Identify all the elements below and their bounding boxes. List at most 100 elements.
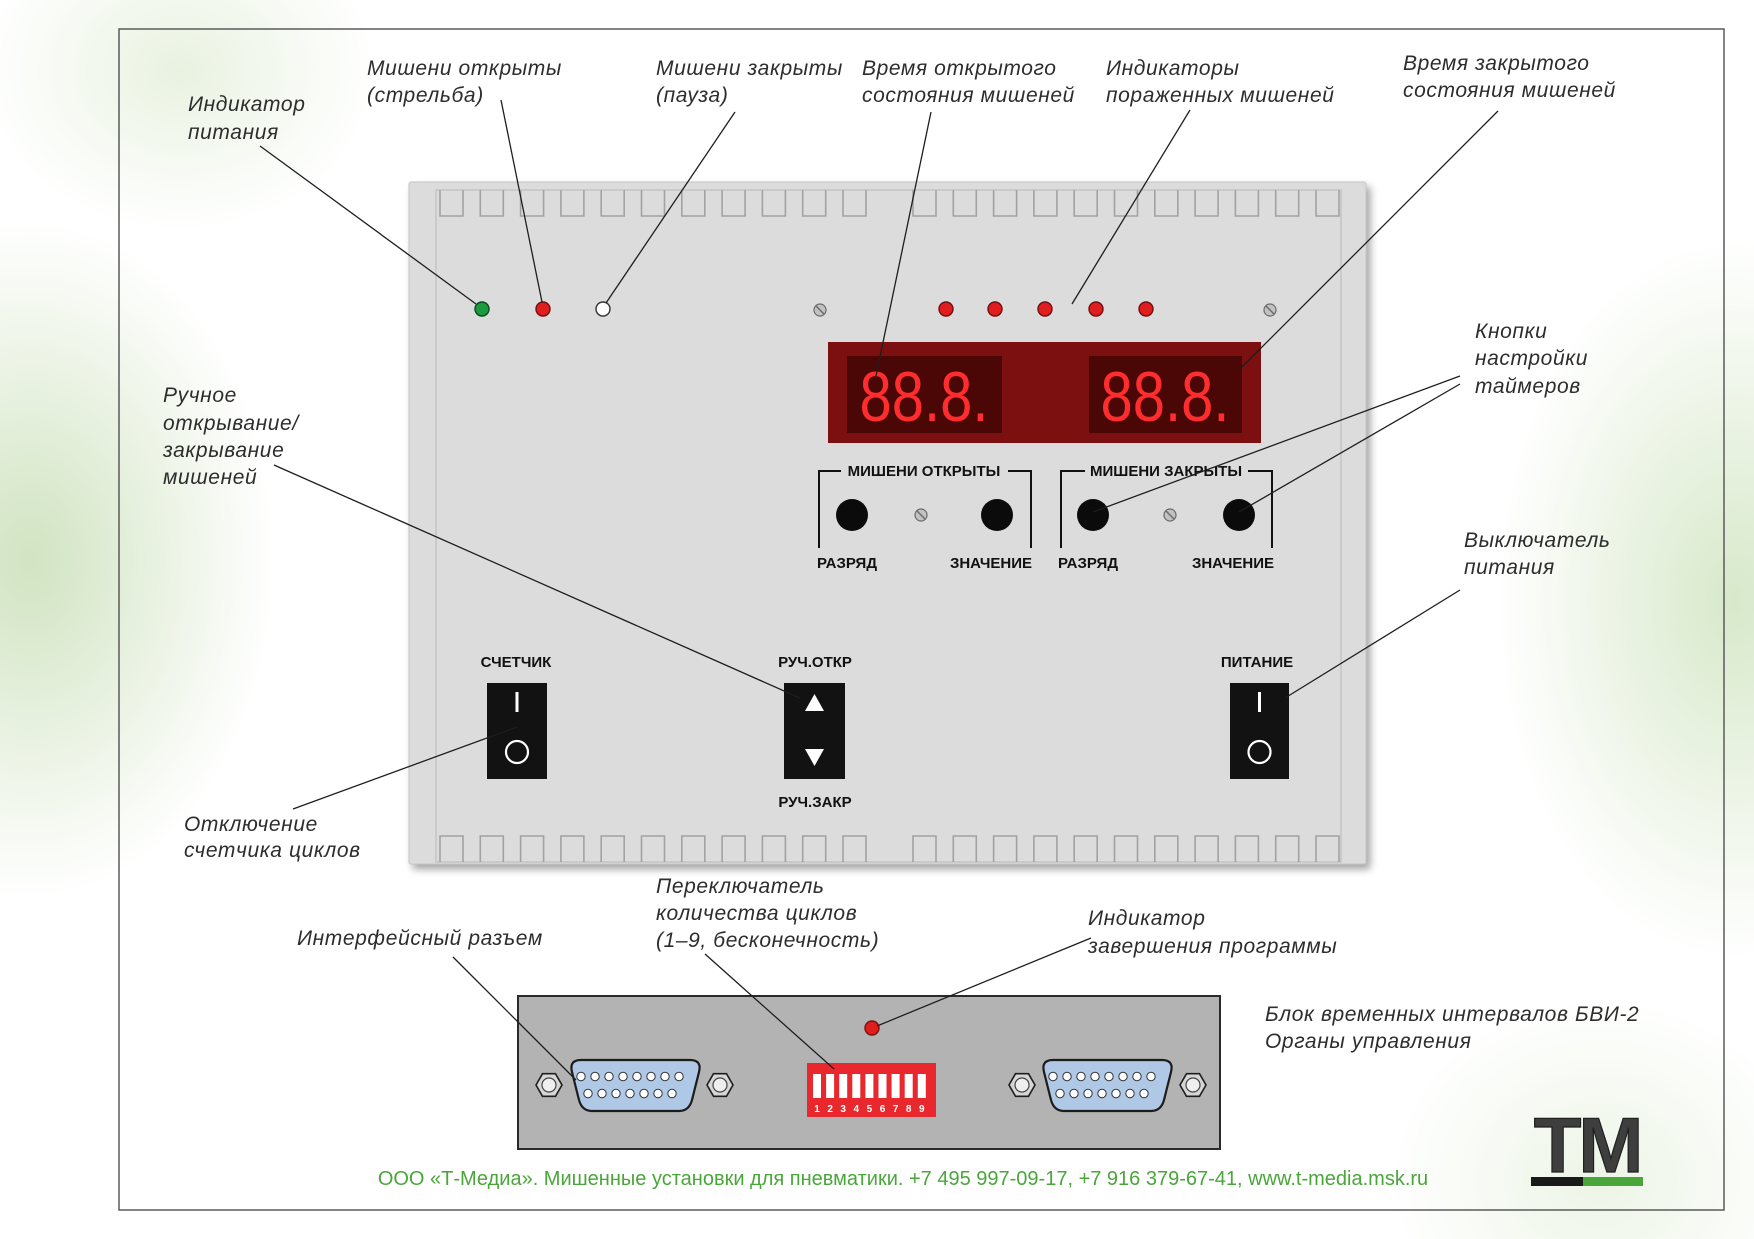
connector-pin	[1048, 1071, 1058, 1082]
hit-led	[987, 301, 1003, 317]
vent-slot	[560, 835, 585, 862]
counter-switch-group: СЧЕТЧИК	[481, 654, 552, 779]
closed-value-button[interactable]	[1223, 499, 1255, 531]
annotation-power-indicator: питания	[188, 121, 279, 144]
screw-icon	[914, 508, 928, 522]
dip-switch-number: 5	[867, 1104, 873, 1115]
dip-switch-slider[interactable]	[891, 1074, 900, 1098]
group-bracket	[818, 470, 1032, 548]
dip-switch-number: 8	[906, 1104, 912, 1115]
vent-slot	[912, 835, 937, 862]
hit-led	[1138, 301, 1154, 317]
dip-switch-number: 4	[854, 1104, 860, 1115]
connector-pin	[674, 1071, 684, 1082]
top-vent-slots	[439, 190, 1340, 217]
closed-digit-button[interactable]	[1077, 499, 1109, 531]
annotation-cycle-switch: (1–9, бесконечность)	[656, 929, 879, 952]
vent-slot	[681, 835, 706, 862]
leader-line-timer-buttons	[1092, 375, 1461, 513]
button-label: ЗНАЧЕНИЕ	[1192, 555, 1274, 572]
program-end-led	[864, 1020, 880, 1036]
dip-switch-slider[interactable]	[865, 1074, 874, 1098]
dip-switch-slider[interactable]	[917, 1074, 926, 1098]
vent-slot	[912, 190, 937, 217]
manual-switch-group: РУЧ.ОТКР РУЧ.ЗАКР	[778, 654, 852, 811]
annotation-manual-open-close: мишеней	[163, 466, 257, 489]
leader-line-power-indicator	[259, 145, 477, 305]
vent-slot	[681, 190, 706, 217]
front-panel: 88.8. 88.8. МИШЕНИ ОТКРЫТЫ РАЗРЯД ЗНАЧЕН…	[408, 181, 1367, 865]
open-digit-button[interactable]	[836, 499, 868, 531]
group-label: МИШЕНИ ЗАКРЫТЫ	[1090, 463, 1242, 480]
annotation-open-time: Время открытого	[862, 57, 1057, 80]
vent-slot	[600, 190, 625, 217]
dip-switch-slider[interactable]	[813, 1074, 821, 1098]
dip-switch-slider[interactable]	[839, 1074, 848, 1098]
annotation-power-switch: Выключатель	[1464, 529, 1611, 552]
open-time-display-digits: 88.8.	[860, 356, 989, 436]
vent-slot	[842, 835, 867, 862]
annotation-cycle-switch: Переключатель	[656, 875, 825, 898]
db15-connector-icon	[1042, 1058, 1173, 1113]
vent-slot	[1154, 835, 1179, 862]
annotation-hit-indicators: пораженных мишеней	[1106, 84, 1335, 107]
annotation-targets-closed: Мишени закрыты	[656, 57, 843, 80]
connector-pin	[1111, 1088, 1121, 1099]
dip-switch-slider[interactable]	[904, 1074, 913, 1098]
vent-slot	[1234, 835, 1260, 862]
vent-slot	[952, 835, 978, 862]
vent-slot	[801, 190, 827, 217]
power-switch-group: ПИТАНИЕ	[1221, 654, 1293, 779]
dip-switch-slider[interactable]	[852, 1074, 861, 1098]
leader-line-cycle-switch	[704, 953, 835, 1070]
connector-pin	[583, 1088, 593, 1099]
vent-slot	[1073, 190, 1098, 217]
connector-pin	[1090, 1071, 1100, 1082]
leader-line-targets-closed	[605, 111, 736, 304]
annotation-timer-buttons: таймеров	[1475, 375, 1581, 398]
leader-line-open-time	[875, 111, 932, 377]
dip-switch-number: 6	[880, 1104, 886, 1115]
vent-slot	[1154, 190, 1179, 217]
connector-pin	[1055, 1088, 1065, 1099]
vent-slot	[1194, 190, 1219, 217]
hex-nut-icon	[535, 1072, 563, 1098]
open-value-button[interactable]	[981, 499, 1013, 531]
connector-pin	[604, 1071, 614, 1082]
group-label: МИШЕНИ ОТКРЫТЫ	[848, 463, 1001, 480]
annotation-power-switch: питания	[1464, 556, 1555, 579]
button-label: ЗНАЧЕНИЕ	[950, 555, 1032, 572]
connector-pin	[1132, 1071, 1142, 1082]
leader-line-targets-open	[500, 99, 543, 303]
button-label: РАЗРЯД	[1058, 555, 1118, 572]
connector-pin	[1062, 1071, 1072, 1082]
front-panel-body	[408, 181, 1367, 865]
connector-shell	[1042, 1058, 1173, 1113]
hit-led	[938, 301, 954, 317]
annotation-manual-open-close: Ручное	[163, 384, 237, 407]
dip-switch-slider[interactable]	[878, 1074, 887, 1098]
leader-line-timer-buttons	[1238, 383, 1461, 513]
annotation-cycle-switch: количества циклов	[656, 902, 857, 925]
connector-pin	[1083, 1088, 1093, 1099]
annotation-end-indicator: Индикатор	[1088, 907, 1205, 930]
closed-time-display	[1089, 356, 1242, 433]
power-switch-label: ПИТАНИЕ	[1221, 654, 1293, 671]
connector-pin	[1097, 1088, 1107, 1099]
vent-slot	[640, 190, 666, 217]
vent-slot	[801, 835, 827, 862]
dip-switch-slider[interactable]	[826, 1074, 835, 1098]
button-label: РАЗРЯД	[817, 555, 877, 572]
connector-nuts	[535, 1072, 1207, 1098]
connector-pin	[653, 1088, 663, 1099]
connector-pin	[597, 1088, 607, 1099]
connector-pin	[611, 1088, 621, 1099]
leader-line-power-switch	[1284, 589, 1461, 699]
dip-switch-number: 2	[827, 1104, 833, 1115]
annotation-power-indicator: Индикатор	[188, 93, 305, 116]
targets-open-timer-group: МИШЕНИ ОТКРЫТЫ РАЗРЯД ЗНАЧЕНИЕ	[817, 463, 1032, 572]
hex-nut-icon	[706, 1072, 734, 1098]
vent-slot	[1234, 190, 1260, 217]
vent-slot	[479, 190, 505, 217]
